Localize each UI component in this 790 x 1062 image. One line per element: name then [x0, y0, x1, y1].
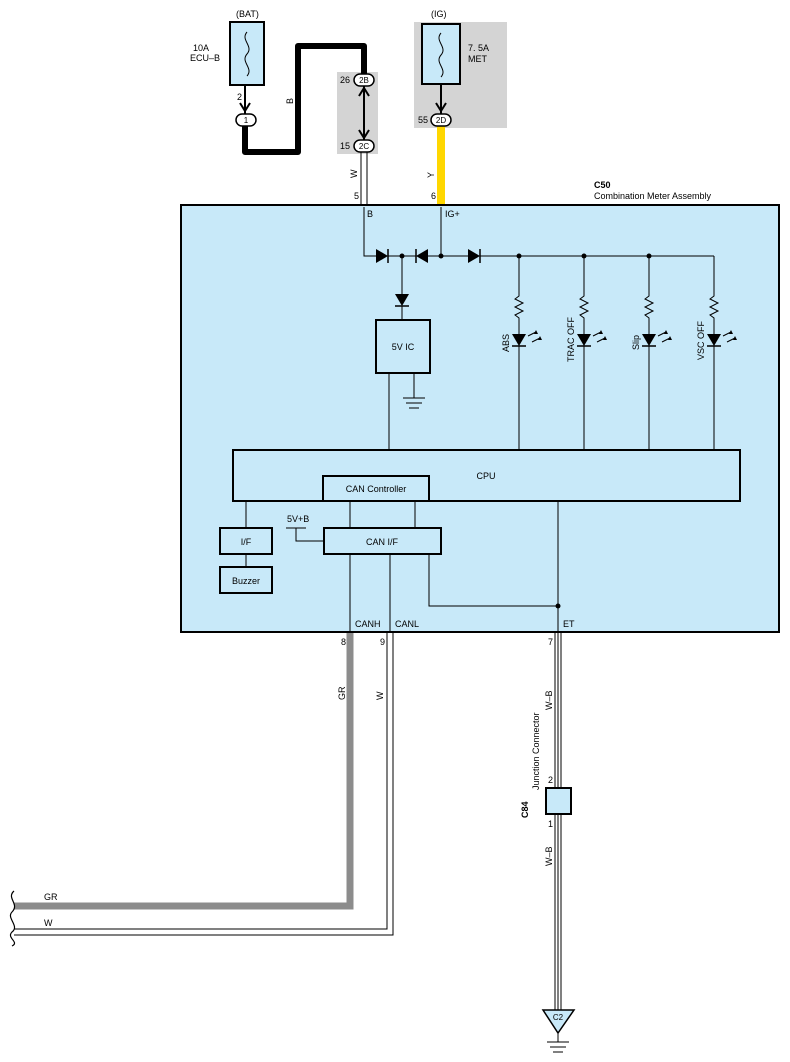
node-et: [555, 603, 561, 609]
cpu-box: [232, 449, 741, 502]
ic-5v-label: 5V IC: [392, 342, 415, 352]
terminal-b: B: [367, 209, 373, 219]
led-branch-trac: [577, 256, 607, 450]
wire-w-outer-2: [14, 633, 394, 936]
led-label-slip: Slip: [631, 335, 641, 350]
connector-2b-pin: 26: [340, 75, 350, 85]
terminal-et: ET: [563, 619, 575, 629]
wire-break-symbol: [9, 890, 16, 947]
wire-label-wb-bottom: W–B: [544, 846, 554, 866]
connector-2b: [353, 73, 375, 87]
connector-1: [235, 113, 257, 127]
buzzer-box: [219, 566, 273, 594]
fuse-bat-name: ECU–B: [190, 53, 220, 63]
meter-name: Combination Meter Assembly: [594, 191, 712, 201]
connector-2d-label: 2D: [436, 116, 446, 125]
fuse-met: [421, 23, 461, 85]
meter-pin-ig: 6: [431, 191, 436, 201]
terminal-ig: IG+: [445, 209, 460, 219]
fuse-ig-name: MET: [468, 54, 488, 64]
meter-code: C50: [594, 180, 611, 190]
led-label-trac-off: TRAC OFF: [566, 317, 576, 362]
junction-pin-top: 2: [548, 775, 553, 785]
can-controller-box: [322, 475, 430, 502]
fuse-bat-pin: 2: [237, 92, 242, 102]
meter-pin-et: 7: [548, 637, 553, 647]
wire-label-wb-top: W–B: [544, 690, 554, 710]
wire-w-outer-1: [14, 633, 388, 930]
junction-connector-c84: [545, 787, 572, 815]
wire-label-y: Y: [426, 172, 436, 178]
arrow-2c: [358, 129, 370, 140]
fuse-ig-pin: 55: [418, 115, 428, 125]
wire-label-w-left: W: [44, 918, 53, 928]
if-box: [219, 527, 273, 555]
meter-pin-b: 5: [354, 191, 359, 201]
can-controller-label: CAN Controller: [346, 484, 407, 494]
wire-gr: [14, 633, 354, 910]
buzzer-label: Buzzer: [232, 576, 260, 586]
wire-label-w-top: W: [349, 169, 359, 178]
connector-2c-pin: 15: [340, 141, 350, 151]
if-label: I/F: [241, 537, 252, 547]
combination-meter-panel: [180, 204, 780, 633]
wire-b: [242, 43, 367, 155]
v5b-wire: [295, 528, 324, 542]
arrow-2b: [358, 86, 370, 97]
fuse-met-symbol: [438, 32, 444, 78]
wire-label-w-can: W: [375, 691, 385, 700]
fuse-bat-rating: 10A: [193, 43, 209, 53]
can-if-label: CAN I/F: [366, 537, 399, 547]
junction-code: C84: [520, 801, 530, 818]
meter-pin-canl: 9: [380, 637, 385, 647]
connector-2c: [353, 139, 375, 153]
led-branch-abs: [512, 256, 542, 450]
diode-3: [468, 249, 480, 263]
connector-2b-label: 2B: [359, 76, 369, 85]
connector-1-label: 1: [244, 116, 249, 125]
ic-5v: [375, 319, 431, 374]
junction-pin-bottom: 1: [548, 819, 553, 829]
arrow-ig: [435, 102, 447, 113]
wire-label-gr: GR: [337, 686, 347, 700]
rail-b-in: [363, 207, 376, 257]
wire-label-gr-left: GR: [44, 892, 58, 902]
junction-name: Junction Connector: [531, 712, 541, 790]
led-branch-vsc: [707, 256, 737, 450]
terminal-canh: CANH: [355, 619, 381, 629]
fuse-ig-rating: 7. 5A: [468, 43, 489, 53]
fuse-ecu-b-symbol: [244, 31, 250, 77]
connector-2d: [430, 113, 452, 127]
node-2: [438, 253, 444, 259]
canif-to-et: [428, 554, 558, 607]
led-label-vsc-off: VSC OFF: [696, 320, 706, 360]
terminal-canl: CANL: [395, 619, 419, 629]
cpu-label: CPU: [476, 471, 495, 481]
v5b-label: 5V+B: [287, 514, 309, 524]
arrow-bat: [239, 102, 251, 113]
connector-2c-label: 2C: [359, 142, 369, 151]
fuse-bat-supply: (BAT): [236, 9, 259, 19]
ground-c2-triangle: [541, 1009, 576, 1035]
diode-4: [395, 294, 409, 306]
diode-2: [416, 249, 428, 263]
led-branch-slip: [642, 256, 672, 450]
meter-pin-canh: 8: [341, 637, 346, 647]
wire-label-b: B: [285, 98, 295, 104]
ground-c2-label: C2: [553, 1013, 564, 1022]
fuse-ig-supply: (IG): [431, 9, 447, 19]
led-label-abs: ABS: [501, 334, 511, 352]
diode-1: [376, 249, 388, 263]
